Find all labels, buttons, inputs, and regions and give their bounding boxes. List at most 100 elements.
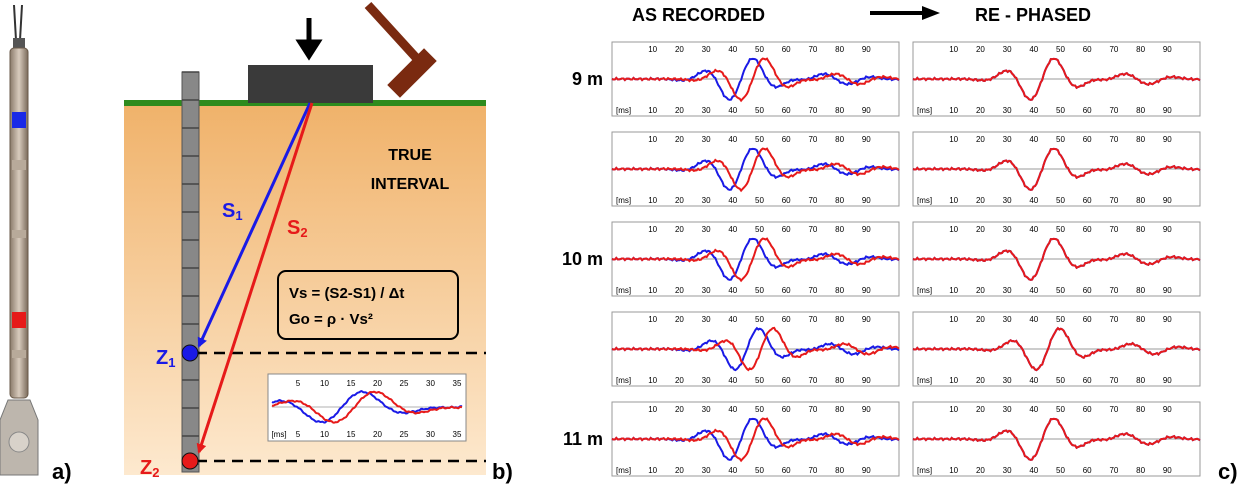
top-tick-label: 20 — [976, 405, 985, 414]
bottom-tick-label: 10 — [648, 196, 657, 205]
bottom-tick-label: 50 — [1056, 466, 1065, 475]
inset-top-tick-label: 35 — [453, 379, 462, 388]
top-tick-label: 20 — [976, 45, 985, 54]
red-trace — [611, 417, 900, 463]
top-tick-label: 10 — [648, 405, 657, 414]
inset-top-tick-label: 15 — [347, 379, 356, 388]
bottom-tick-label: 30 — [702, 376, 711, 385]
top-tick-label: 10 — [648, 135, 657, 144]
top-tick-label: 80 — [1136, 315, 1145, 324]
top-tick-label: 10 — [949, 45, 958, 54]
top-tick-label: 70 — [1109, 45, 1118, 54]
inset-top-tick-label: 20 — [373, 379, 382, 388]
bottom-tick-label: 90 — [1163, 286, 1172, 295]
top-tick-label: 30 — [702, 405, 711, 414]
top-tick-label: 20 — [675, 315, 684, 324]
bottom-tick-label: 40 — [1029, 376, 1038, 385]
top-tick-label: 10 — [949, 225, 958, 234]
bottom-tick-label: 70 — [1109, 466, 1118, 475]
header-as-recorded: AS RECORDED — [632, 5, 765, 25]
top-tick-label: 80 — [1136, 225, 1145, 234]
top-tick-label: 80 — [1136, 405, 1145, 414]
bottom-tick-label: 60 — [782, 196, 791, 205]
bottom-tick-label: 70 — [808, 196, 817, 205]
bottom-tick-label: 80 — [835, 286, 844, 295]
bottom-tick-label: 10 — [648, 286, 657, 295]
top-tick-label: 40 — [728, 315, 737, 324]
z2-label: Z2 — [140, 457, 159, 480]
bottom-tick-label: 40 — [1029, 196, 1038, 205]
probe-illustration — [0, 4, 39, 476]
bottom-tick-label: 90 — [862, 106, 871, 115]
ms-axis-label: [ms] — [616, 376, 631, 385]
ms-axis-label: [ms] — [917, 106, 932, 115]
red-trace — [912, 417, 1201, 461]
top-tick-label: 70 — [808, 45, 817, 54]
bottom-tick-label: 40 — [1029, 286, 1038, 295]
bottom-tick-label: 80 — [1136, 106, 1145, 115]
bottom-tick-label: 90 — [862, 286, 871, 295]
top-tick-label: 50 — [1056, 45, 1065, 54]
red-trace — [611, 326, 900, 372]
top-tick-label: 50 — [1056, 135, 1065, 144]
borehole-rod — [181, 71, 200, 473]
ms-axis-label: [ms] — [616, 106, 631, 115]
header-re-phased: RE - PHASED — [975, 5, 1091, 25]
top-tick-label: 80 — [835, 135, 844, 144]
bottom-tick-label: 40 — [728, 376, 737, 385]
top-tick-label: 40 — [728, 225, 737, 234]
bottom-tick-label: 70 — [808, 286, 817, 295]
top-tick-label: 70 — [1109, 405, 1118, 414]
source-plate — [248, 65, 373, 103]
top-tick-label: 80 — [835, 225, 844, 234]
bottom-tick-label: 20 — [675, 376, 684, 385]
inset-bottom-tick-label: 25 — [400, 430, 409, 439]
top-tick-label: 60 — [782, 315, 791, 324]
ms-axis-label: [ms] — [616, 196, 631, 205]
bottom-tick-label: 20 — [976, 466, 985, 475]
bottom-tick-label: 80 — [1136, 466, 1145, 475]
bottom-tick-label: 70 — [1109, 196, 1118, 205]
bottom-tick-label: 10 — [648, 466, 657, 475]
panel-label-b: b) — [492, 459, 513, 484]
bottom-tick-label: 70 — [1109, 106, 1118, 115]
inset-top-tick-label: 5 — [296, 379, 301, 388]
inset-top-tick-label: 10 — [320, 379, 329, 388]
top-tick-label: 70 — [808, 225, 817, 234]
true-interval-line1: TRUE — [388, 147, 432, 164]
inset-bottom-tick-label: 15 — [347, 430, 356, 439]
bottom-tick-label: 30 — [1003, 286, 1012, 295]
top-tick-label: 10 — [949, 405, 958, 414]
depth-label: 9 m — [572, 69, 603, 89]
top-tick-label: 50 — [1056, 225, 1065, 234]
bottom-tick-label: 60 — [1083, 376, 1092, 385]
s1-label: S1 — [222, 200, 243, 223]
top-tick-label: 60 — [782, 225, 791, 234]
top-tick-label: 10 — [949, 135, 958, 144]
top-tick-label: 90 — [1163, 45, 1172, 54]
bottom-tick-label: 50 — [755, 106, 764, 115]
top-tick-label: 50 — [755, 225, 764, 234]
bottom-tick-label: 50 — [1056, 196, 1065, 205]
bottom-tick-label: 10 — [949, 286, 958, 295]
bottom-tick-label: 20 — [976, 106, 985, 115]
top-tick-label: 60 — [782, 405, 791, 414]
panel-label-a: a) — [52, 459, 72, 484]
top-tick-label: 60 — [1083, 405, 1092, 414]
red-trace — [611, 147, 900, 193]
bottom-tick-label: 70 — [808, 466, 817, 475]
top-tick-label: 90 — [862, 225, 871, 234]
top-tick-label: 40 — [1029, 135, 1038, 144]
top-tick-label: 40 — [1029, 315, 1038, 324]
bottom-tick-label: 10 — [648, 106, 657, 115]
top-tick-label: 90 — [1163, 315, 1172, 324]
inset-top-tick-label: 25 — [400, 379, 409, 388]
formula-vs: Vs = (S2-S1) / Δt — [289, 285, 404, 302]
bottom-tick-label: 20 — [976, 286, 985, 295]
top-tick-label: 90 — [1163, 135, 1172, 144]
